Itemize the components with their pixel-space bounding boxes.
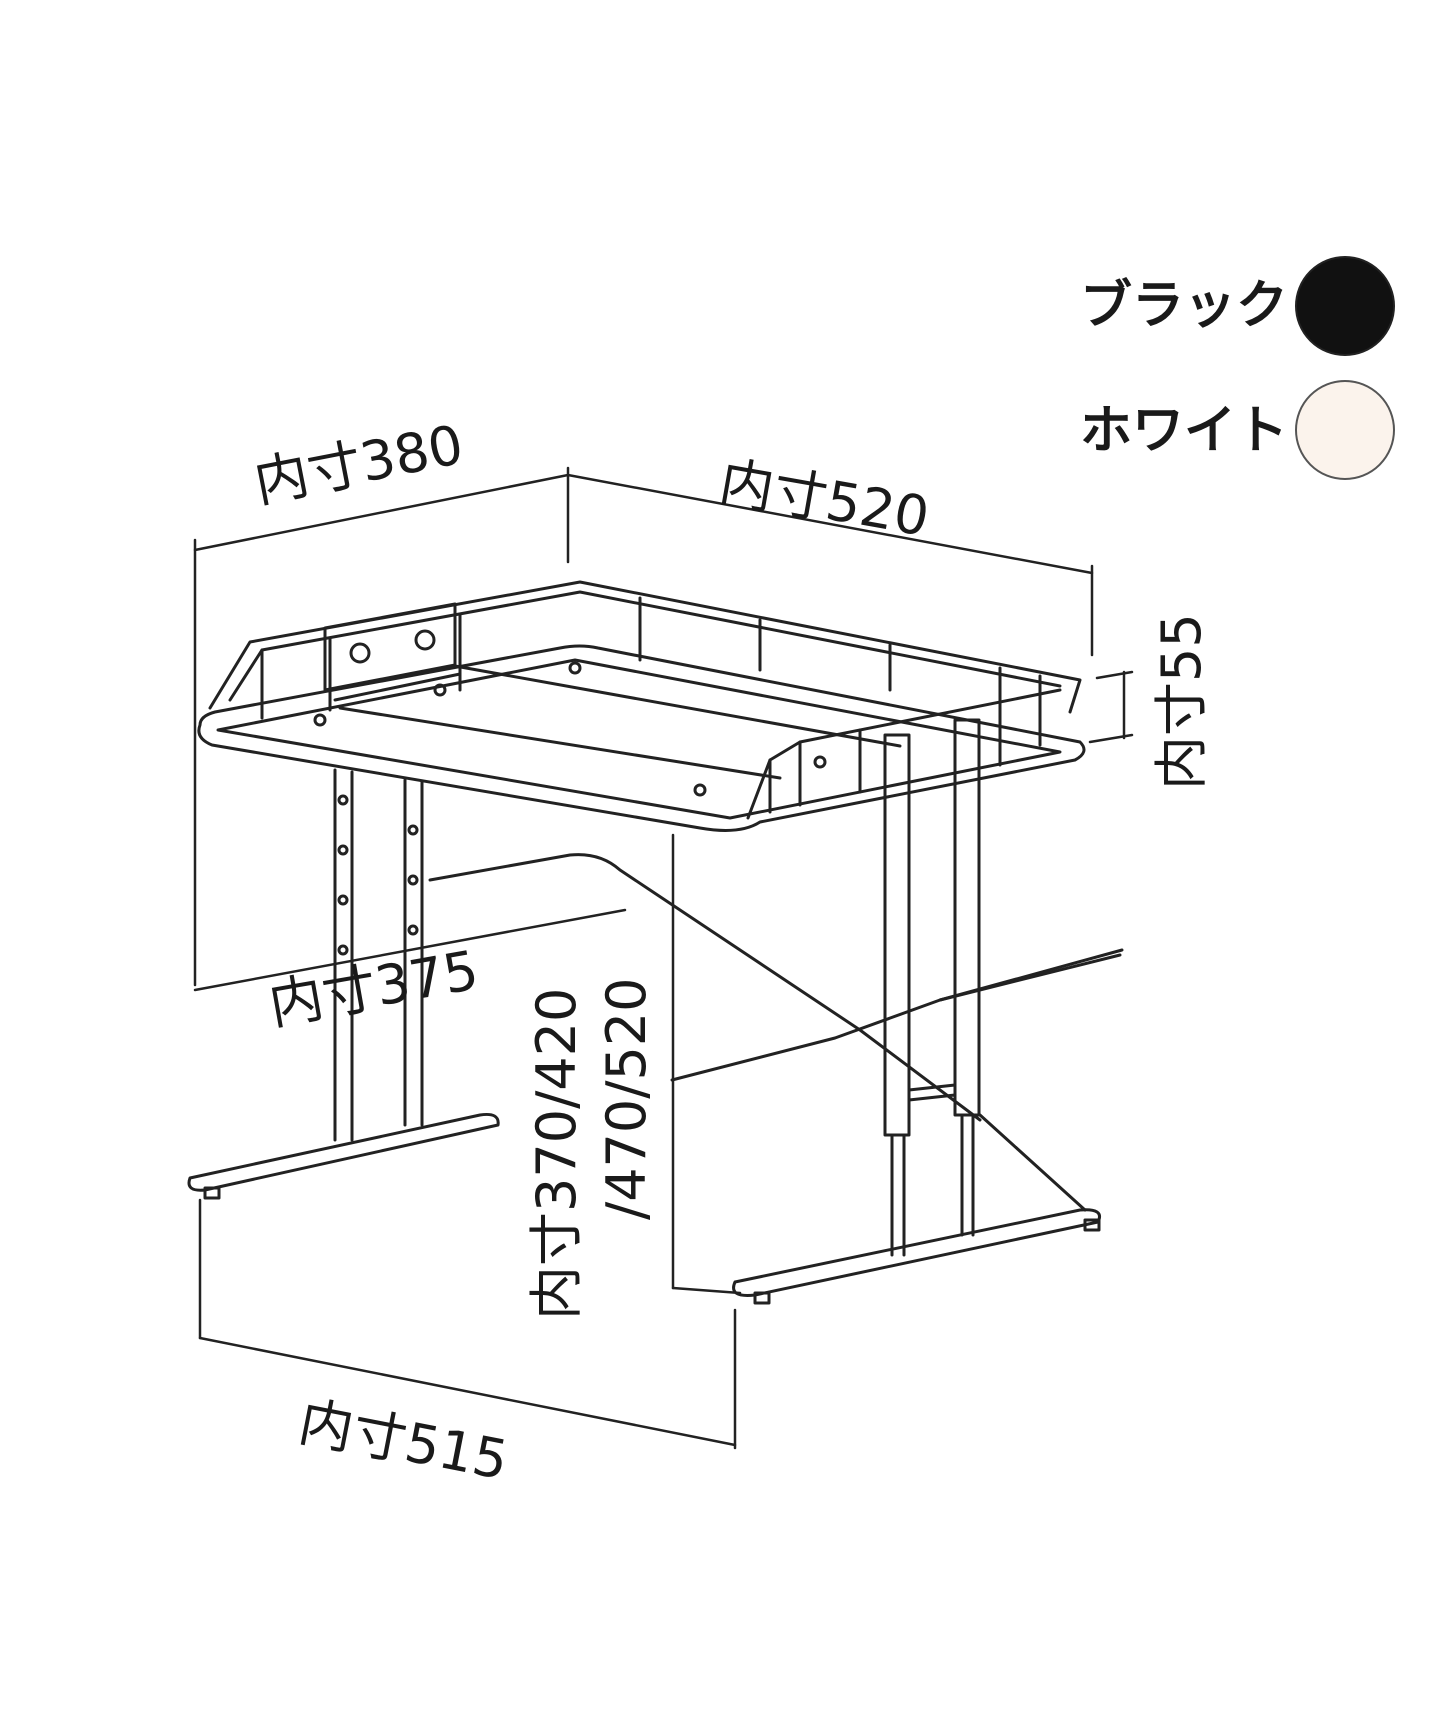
bolt-icon [414, 629, 436, 651]
label-rail-height: 内寸55 [1150, 613, 1213, 790]
color-label-black: ブラック [1080, 276, 1289, 336]
foot-icon [203, 1186, 221, 1200]
color-label-white: ホワイト [1080, 401, 1289, 461]
white-color-swatch [1295, 380, 1395, 480]
cross-braces [428, 853, 1124, 1122]
label-height-line2: /470/520 [595, 977, 658, 1220]
dimension-lines [193, 466, 1134, 1450]
left-legs [187, 768, 500, 1192]
bolt-icon [349, 642, 371, 664]
back-wire-rail [208, 580, 1082, 747]
black-color-swatch [1295, 256, 1395, 356]
foot-icon [1083, 1218, 1101, 1232]
desk-top [197, 644, 1086, 832]
front-wire-rail [746, 688, 1062, 820]
foot-icon [753, 1291, 771, 1305]
label-height-line1: 内寸370/420 [525, 988, 588, 1320]
